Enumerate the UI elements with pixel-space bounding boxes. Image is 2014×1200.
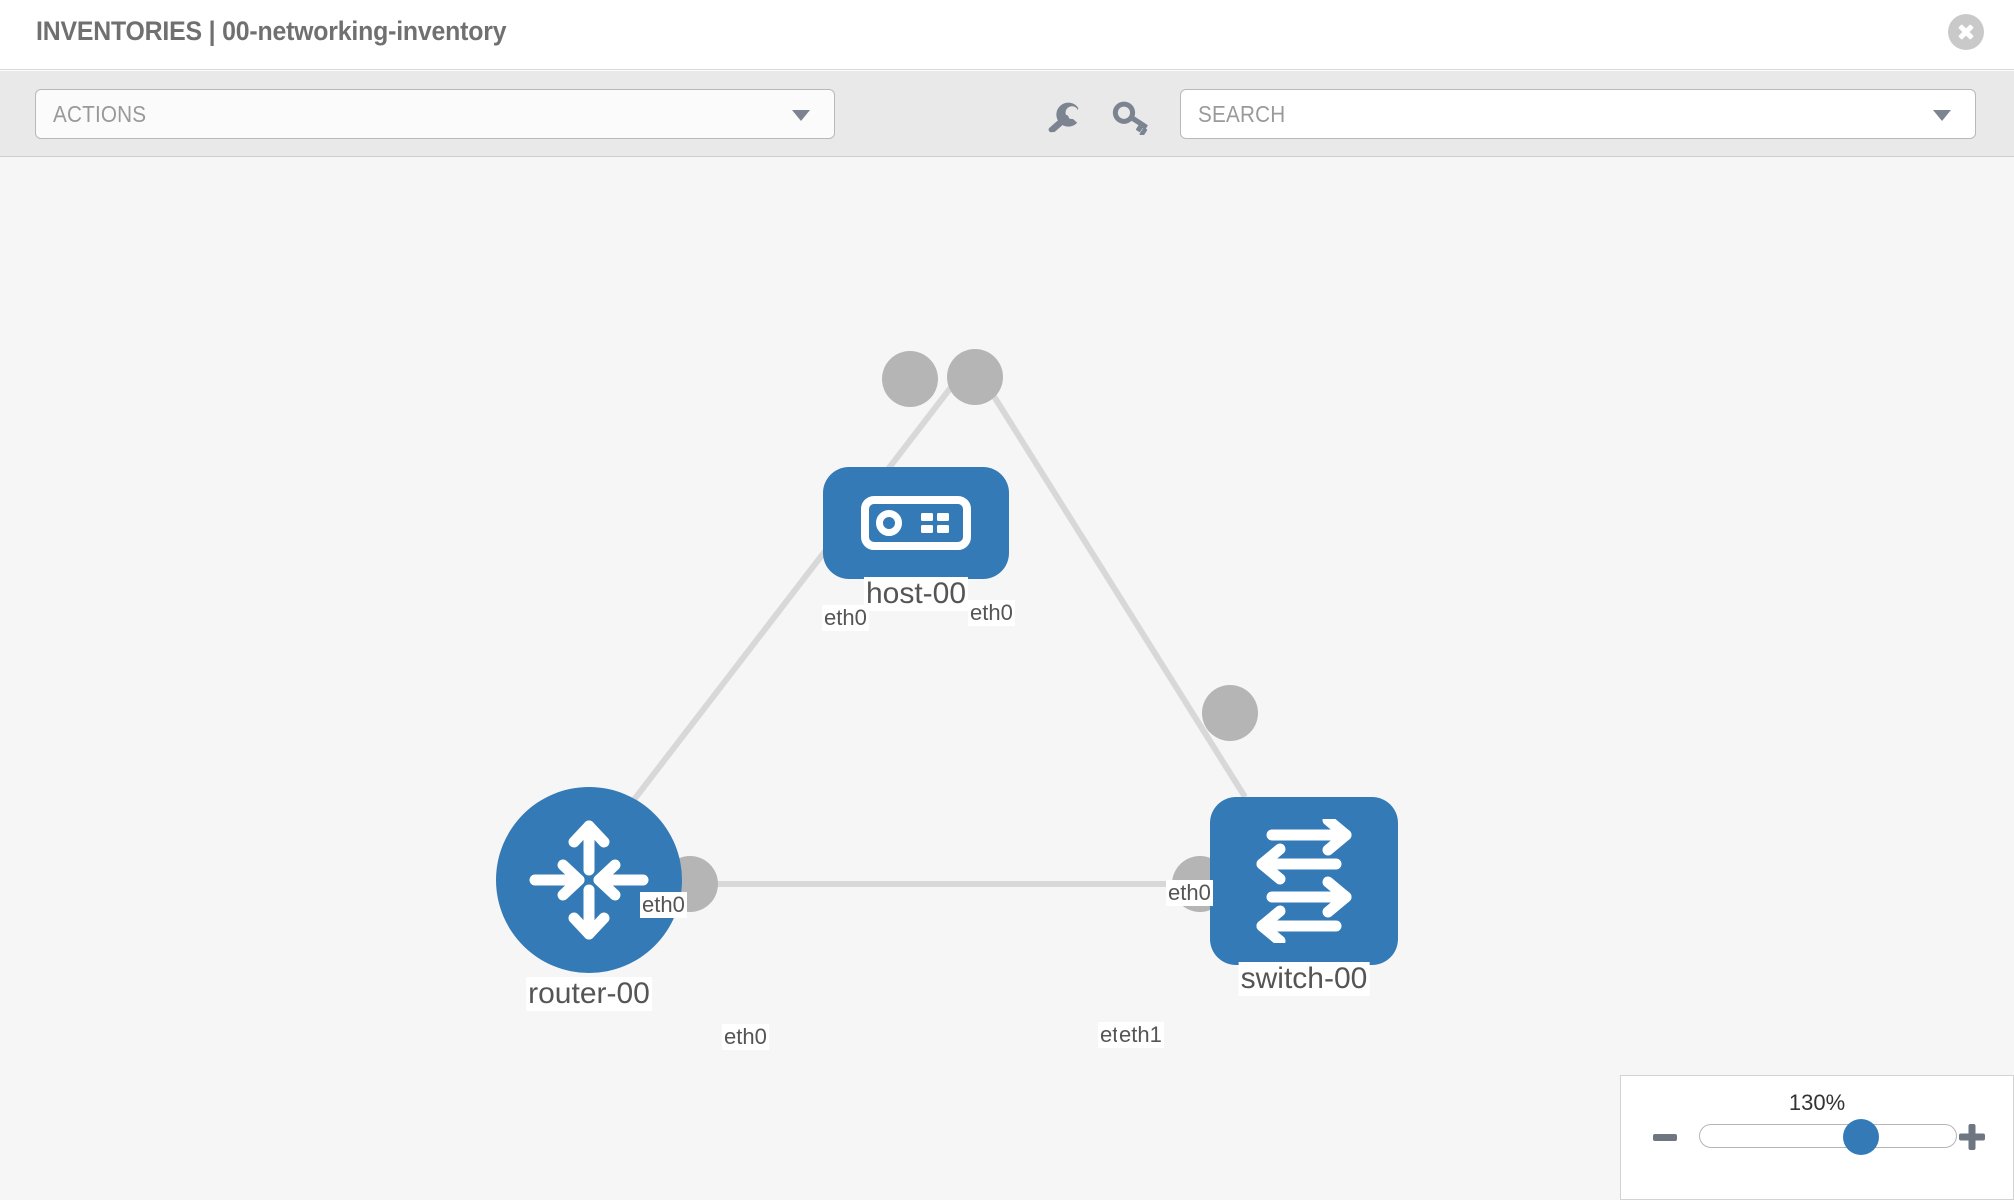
router-arrows-icon (529, 820, 649, 940)
link-host-router[interactable] (587, 380, 958, 859)
topology-links-layer (587, 349, 1258, 912)
chevron-down-icon (792, 110, 810, 121)
zoom-slider-track[interactable] (1699, 1119, 1957, 1155)
actions-dropdown[interactable]: ACTIONS (35, 89, 835, 139)
port-host-eth0-left[interactable] (882, 351, 938, 407)
key-icon[interactable] (1112, 101, 1152, 135)
page-header: INVENTORIES | 00-networking-inventory (0, 0, 2014, 70)
close-icon[interactable] (1948, 14, 1984, 50)
host-icon[interactable] (823, 467, 1009, 579)
server-icon (861, 496, 971, 550)
chevron-down-icon (1933, 110, 1951, 121)
port-host-eth0-right[interactable] (947, 349, 1003, 405)
switch-arrows-icon (1256, 819, 1352, 943)
zoom-out-button[interactable] (1653, 1134, 1677, 1141)
wrench-icon[interactable] (1045, 101, 1085, 133)
link-lines (587, 380, 1248, 887)
search-placeholder: SEARCH (1198, 101, 1286, 127)
zoom-slider-thumb[interactable] (1843, 1119, 1880, 1155)
topology-canvas[interactable]: host-00 (0, 157, 2014, 1200)
page-title: INVENTORIES | 00-networking-inventory (36, 16, 507, 46)
switch-icon[interactable] (1210, 797, 1398, 965)
toolbar: ACTIONS SEARCH (0, 71, 2014, 157)
zoom-control: 130% (1620, 1075, 2014, 1200)
actions-dropdown-label: ACTIONS (53, 101, 147, 127)
interface-ports (662, 349, 1258, 912)
search-input[interactable]: SEARCH (1180, 89, 1976, 139)
zoom-in-button[interactable] (1957, 1122, 1987, 1152)
router-icon[interactable] (496, 787, 682, 973)
topology-graph: host-00 (0, 157, 2014, 1200)
port-switch-eth0[interactable] (1202, 685, 1258, 741)
zoom-level-value: 130% (1788, 1090, 1846, 1115)
link-host-switch[interactable] (982, 380, 1248, 799)
